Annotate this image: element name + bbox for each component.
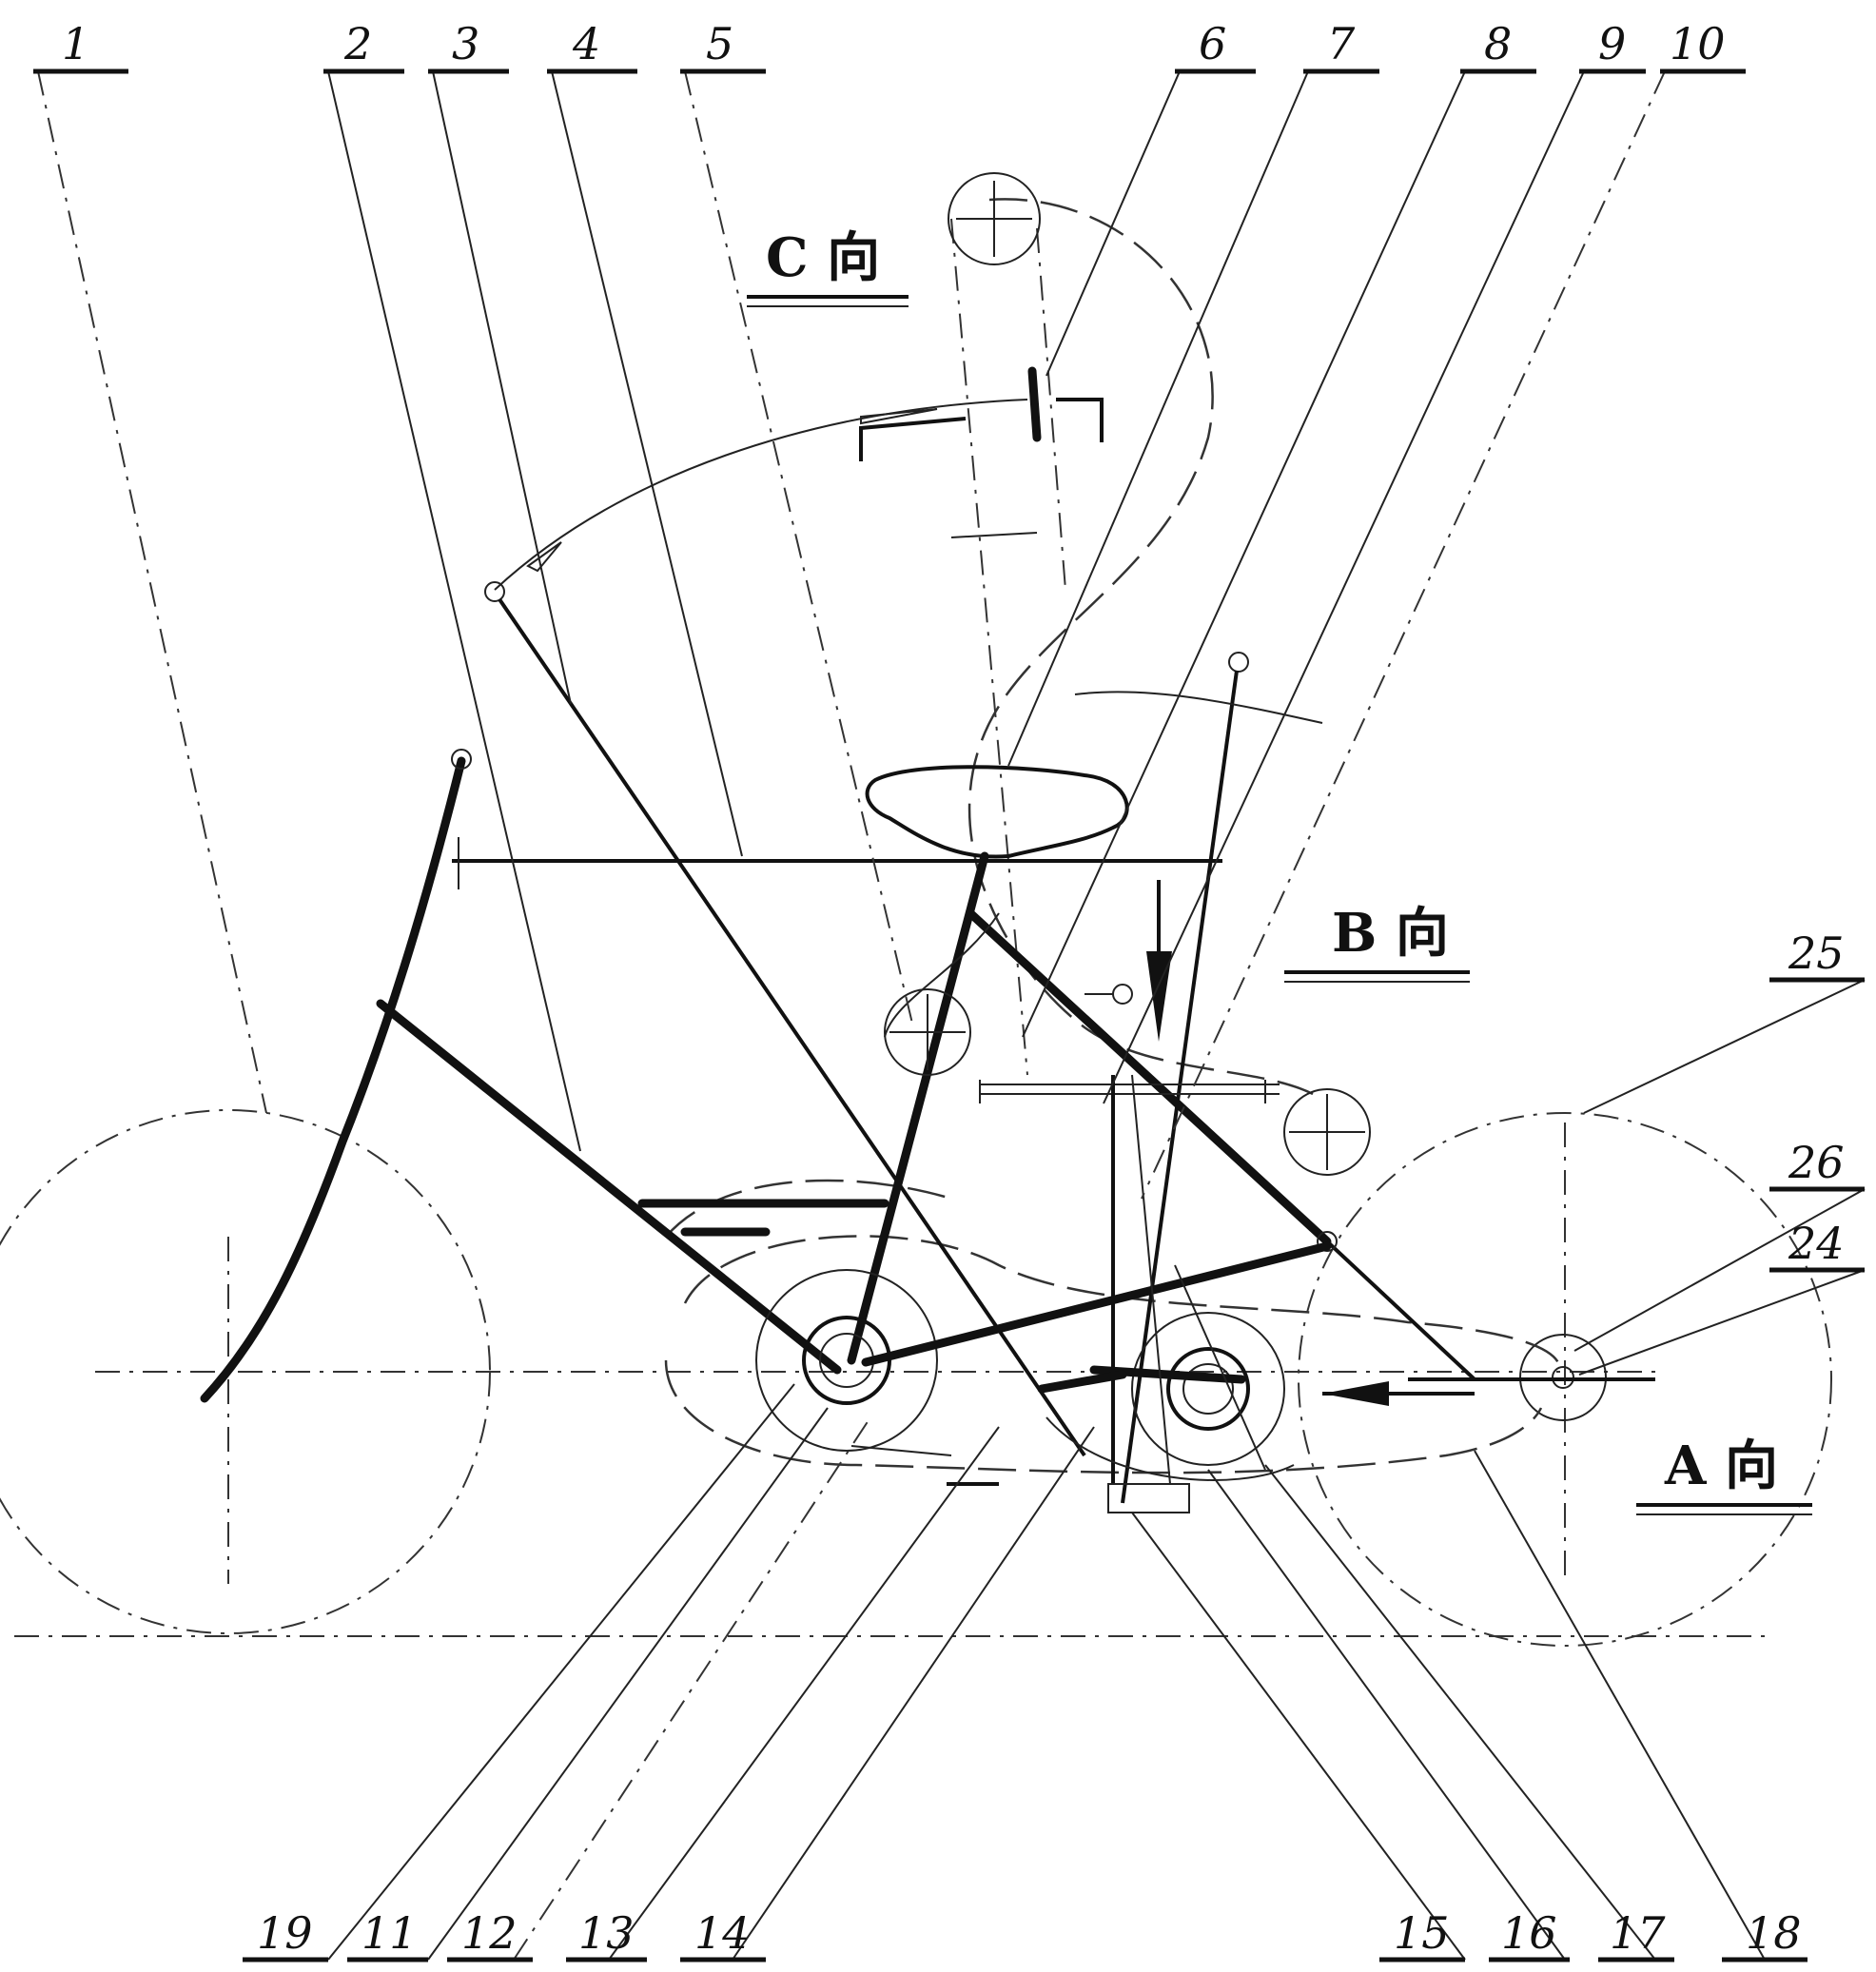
left-arrow	[1322, 1377, 1655, 1406]
mid-pulley	[884, 912, 1000, 1076]
view-label-b: B 向	[1284, 902, 1470, 983]
view-label-a-text: A 向	[1664, 1435, 1778, 1497]
crank-hub	[755, 1241, 1332, 1486]
right-part-labels: 25 26 24	[1769, 927, 1865, 1273]
part-label-3: 3	[452, 18, 479, 69]
part-label-24: 24	[1788, 1218, 1845, 1269]
upper-pulley	[948, 172, 1041, 265]
part-label-9: 9	[1598, 18, 1626, 69]
part-label-2: 2	[343, 18, 372, 69]
seat-post-cylinder	[948, 172, 1066, 1076]
part-label-16: 16	[1501, 1907, 1557, 1959]
part-label-12: 12	[461, 1907, 518, 1959]
rear-wheel	[0, 1109, 491, 1634]
part-label-17: 17	[1610, 1907, 1666, 1959]
rear-frame	[200, 749, 889, 1403]
top-part-labels: 1 2 3 4 5 6 7 8 9 10	[33, 18, 1746, 74]
part-label-1: 1	[62, 18, 89, 69]
seat-swing-path	[967, 198, 1314, 1096]
part-label-5: 5	[706, 18, 733, 69]
view-label-c-text: C 向	[766, 226, 880, 289]
view-label-b-text: B 向	[1332, 902, 1449, 965]
part-label-8: 8	[1484, 18, 1512, 69]
part-label-10: 10	[1670, 18, 1726, 69]
handle-pivot	[484, 581, 505, 602]
part-label-13: 13	[578, 1907, 635, 1959]
rocker-handle	[484, 581, 1086, 1457]
leader-lines-right	[1573, 979, 1866, 1376]
part-label-19: 19	[257, 1907, 313, 1959]
part-label-4: 4	[572, 18, 600, 69]
top-bar	[452, 837, 1222, 889]
bottom-part-labels: 19 11 12 13 14 15 16 17 18	[243, 1907, 1808, 1962]
secondary-lever	[1074, 652, 1323, 1504]
view-label-c: C 向	[747, 226, 909, 307]
part-label-25: 25	[1788, 927, 1845, 979]
view-label-a: A 向	[1636, 1435, 1812, 1515]
leader-lines-top	[37, 70, 1666, 1200]
part-label-15: 15	[1394, 1907, 1450, 1959]
seat-tube	[847, 851, 1476, 1381]
part-label-7: 7	[1327, 18, 1356, 69]
part-label-6: 6	[1199, 18, 1226, 69]
leader-lines-bottom	[327, 1383, 1766, 1961]
down-arrow	[1085, 880, 1172, 1042]
seat	[865, 765, 1129, 859]
part-label-11: 11	[362, 1907, 418, 1959]
right-pulley	[979, 1080, 1371, 1176]
part-label-14: 14	[694, 1907, 751, 1959]
swing-arc	[494, 366, 1104, 591]
gear-train	[1037, 1074, 1295, 1513]
part-label-26: 26	[1788, 1137, 1845, 1188]
part-label-18: 18	[1746, 1907, 1802, 1959]
